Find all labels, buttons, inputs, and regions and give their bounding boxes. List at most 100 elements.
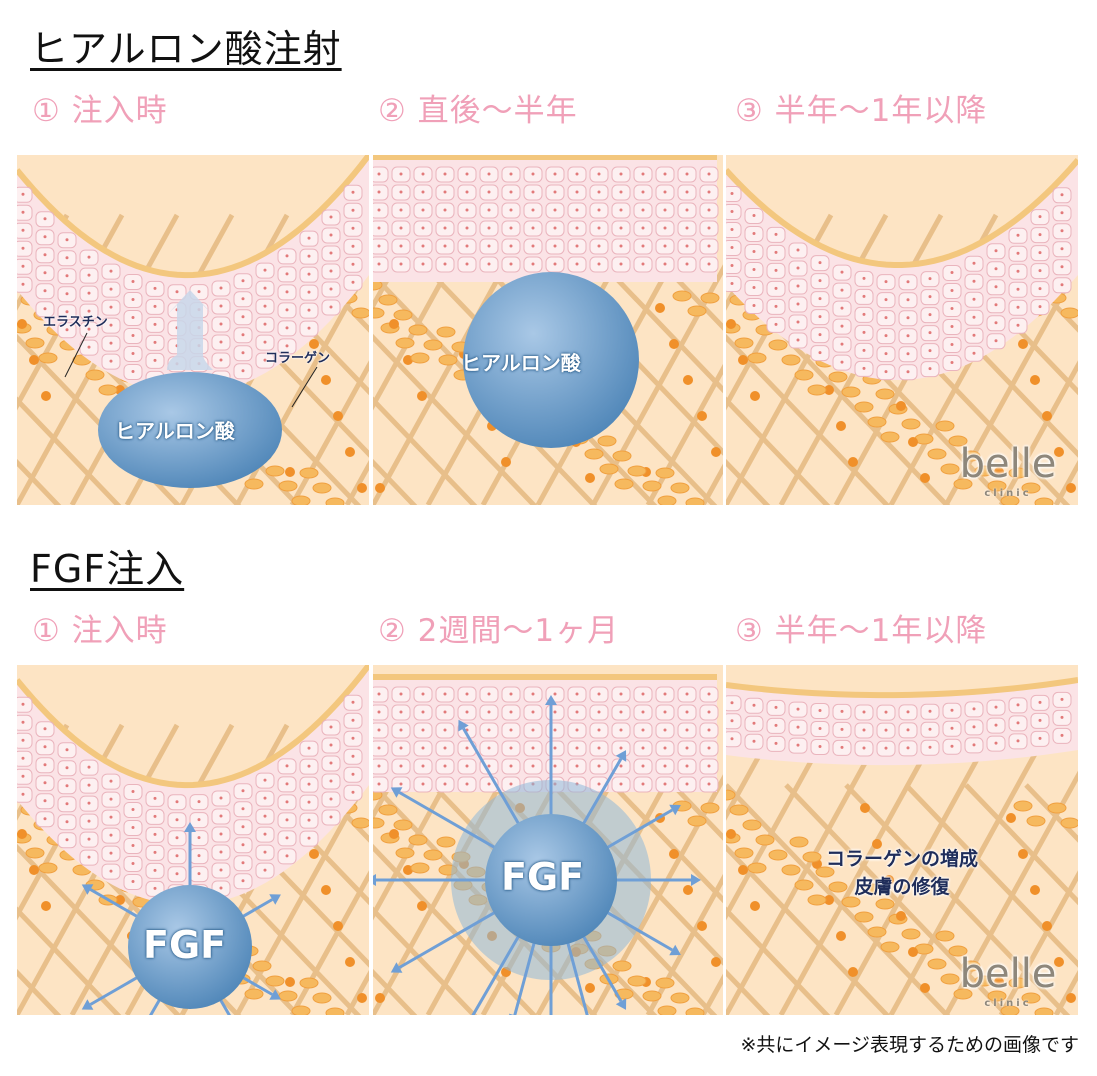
- fibroblast-cell: [351, 817, 369, 829]
- fiber-node: [750, 901, 760, 911]
- fibroblast-cell: [974, 975, 994, 987]
- fibroblast-cell: [700, 802, 720, 814]
- hyaluronic-blob: [98, 372, 282, 488]
- fiber-node: [321, 375, 331, 385]
- step-label: ② 2週間～1ヶ月: [378, 613, 620, 649]
- hyaluronic-label: ヒアルロン酸: [461, 351, 581, 375]
- skin-panel-after: ヒアルロン酸: [373, 155, 723, 505]
- fibroblast-cell: [974, 465, 994, 477]
- fibroblast-cell: [789, 836, 809, 848]
- fiber-node: [669, 339, 679, 349]
- fiber-node: [1030, 375, 1040, 385]
- fiber-node: [994, 977, 1004, 987]
- fibroblast-cell: [642, 480, 662, 492]
- fibroblast-cell: [597, 435, 617, 447]
- fibroblast-cell: [436, 836, 456, 848]
- fibroblast-cell: [875, 388, 895, 400]
- fibroblast-cell: [794, 879, 814, 891]
- fibroblast-cell: [901, 928, 921, 940]
- fgf-blob: [128, 885, 252, 1009]
- fibroblast-cell: [291, 495, 311, 505]
- elastin-label: エラスチン: [43, 315, 108, 330]
- fiber-node: [1042, 921, 1052, 931]
- fibroblast-cell: [378, 294, 398, 306]
- fibroblast-cell: [734, 337, 754, 349]
- fibroblast-cell: [781, 354, 801, 366]
- fibroblast-cell: [862, 883, 882, 895]
- fibroblast-cell: [299, 977, 319, 989]
- fibroblast-cell: [948, 945, 968, 957]
- fiber-node: [41, 901, 51, 911]
- fibroblast-cell: [1034, 1007, 1054, 1015]
- fibroblast-cell: [1034, 497, 1054, 505]
- fibroblast-cell: [1021, 482, 1041, 494]
- hyaluronic-blob: [463, 272, 639, 448]
- fiber-node: [585, 473, 595, 483]
- fibroblast-cell: [841, 896, 861, 908]
- fiber-node: [848, 457, 858, 467]
- fiber-node: [333, 921, 343, 931]
- skin-cells: [17, 694, 363, 901]
- fibroblast-cell: [1060, 817, 1078, 829]
- fibroblast-cell: [672, 290, 692, 302]
- fibroblast-cell: [395, 847, 415, 859]
- fibroblast-cell: [948, 435, 968, 447]
- fibroblast-cell: [940, 463, 960, 475]
- fibroblast-cell: [953, 478, 973, 490]
- fibroblast-cell: [38, 352, 58, 364]
- fibroblast-cell: [747, 352, 767, 364]
- step-label: ② 直後～半年: [378, 93, 578, 129]
- fibroblast-cell: [700, 292, 720, 304]
- fibroblast-cell: [953, 988, 973, 1000]
- fibroblast-cell: [987, 480, 1007, 492]
- fibroblast-cell: [755, 834, 775, 846]
- fibroblast-cell: [935, 420, 955, 432]
- arrow-head: [81, 884, 94, 895]
- fiber-node: [285, 467, 295, 477]
- fgf-blob: [485, 814, 617, 946]
- fibroblast-cell: [685, 497, 705, 505]
- fibroblast-cell: [1008, 977, 1028, 989]
- fiber-node: [1054, 447, 1064, 457]
- injection-flow: [167, 290, 213, 370]
- skin-cells: [726, 186, 1072, 381]
- fibroblast-cell: [1021, 992, 1041, 1004]
- fibroblast-cell: [670, 482, 690, 494]
- skin-panel-injection: エラスチン コラーゲン ヒアルロン酸: [17, 155, 369, 505]
- fiber-node: [389, 829, 399, 839]
- fiber-node: [345, 447, 355, 457]
- fiber-node: [683, 885, 693, 895]
- fiber-node: [309, 339, 319, 349]
- fibroblast-cell: [807, 894, 827, 906]
- fibroblast-cell: [657, 1005, 677, 1015]
- fiber-node: [860, 803, 870, 813]
- step-label: ① 注入時: [32, 613, 168, 649]
- skin-illustration: [373, 155, 723, 505]
- fiber-node: [375, 483, 385, 493]
- fiber-node: [41, 391, 51, 401]
- fibroblast-cell: [781, 864, 801, 876]
- fibroblast-cell: [408, 834, 428, 846]
- fibroblast-cell: [373, 279, 383, 291]
- fibroblast-cell: [599, 463, 619, 475]
- fibroblast-cell: [1000, 495, 1020, 505]
- fibroblast-cell: [880, 431, 900, 443]
- arrow-head: [669, 944, 681, 956]
- collagen-label: コラーゲン: [265, 351, 331, 366]
- fiber-node: [309, 849, 319, 859]
- collagen-fibers: [726, 723, 1078, 1015]
- arrow-head: [269, 989, 281, 1000]
- fibroblast-cell: [828, 881, 848, 893]
- arrow-head: [615, 750, 627, 762]
- fibroblast-cell: [854, 911, 874, 923]
- step-label: ③ 半年～1年以降: [735, 93, 988, 129]
- fiber-node: [908, 947, 918, 957]
- fiber-node: [726, 319, 736, 329]
- arrow-head: [81, 999, 94, 1010]
- fibroblast-cell: [408, 324, 428, 336]
- fiber-node: [357, 483, 367, 493]
- skin-illustration: [726, 155, 1078, 505]
